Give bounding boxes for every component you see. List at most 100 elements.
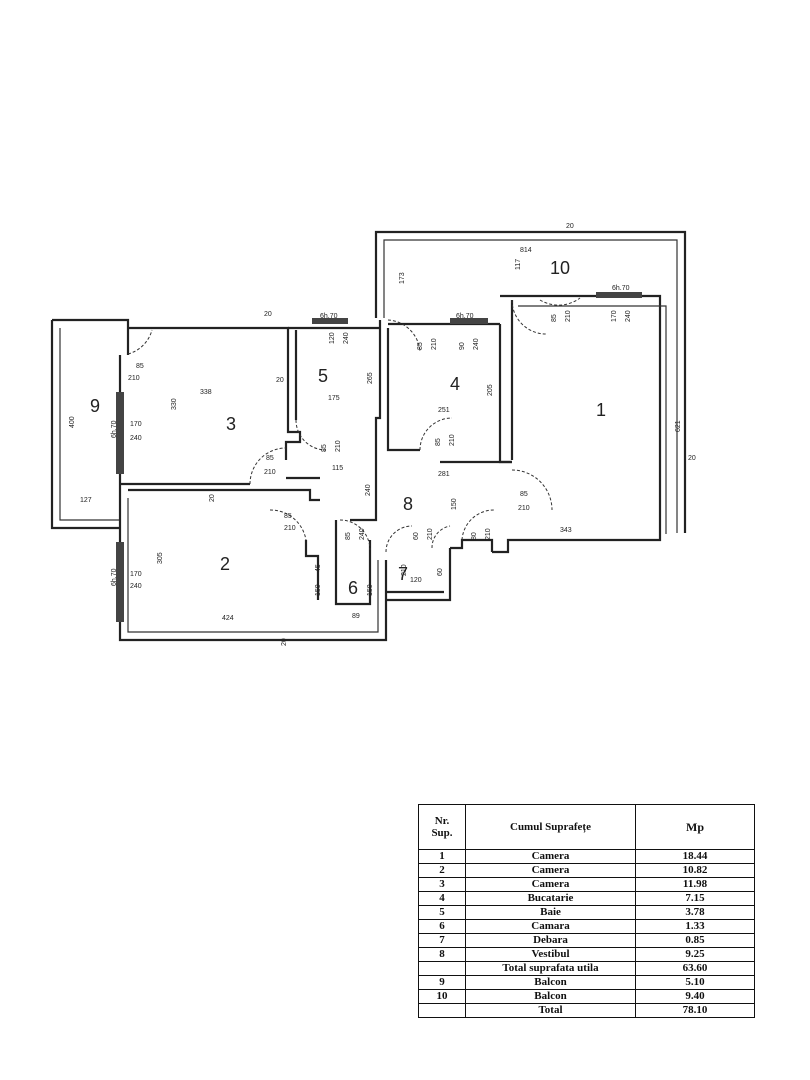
room-number: 8	[403, 494, 413, 514]
cell-mp: 5.10	[635, 975, 755, 990]
dim-label: 85	[345, 532, 352, 540]
dim-label: 205	[487, 384, 494, 396]
dim-label: 330	[171, 398, 178, 410]
dim-label: 6h.70	[456, 313, 474, 320]
dim-label: 60	[413, 532, 420, 540]
dim-label: 60	[437, 568, 444, 576]
dim-label: 85	[284, 513, 292, 520]
dimension-labels: 20 814 173 117 6h.70 85 210 170 240 621 …	[69, 223, 696, 646]
dim-label: 210	[128, 375, 140, 382]
cell-mp: 0.85	[635, 933, 755, 948]
dim-label: 89	[352, 613, 360, 620]
dim-label: 400	[69, 416, 76, 428]
cell-mp: 9.25	[635, 947, 755, 962]
dim-label: 210	[335, 440, 342, 452]
cell-name: Baie	[465, 905, 636, 920]
cell-name: Total	[465, 1003, 636, 1018]
room-number: 10	[550, 258, 570, 278]
cell-nr: 3	[418, 877, 466, 892]
cell-nr	[418, 1003, 466, 1018]
room-number: 3	[226, 414, 236, 434]
cell-name: Camera	[465, 877, 636, 892]
room-number: 2	[220, 554, 230, 574]
dim-label: 240	[130, 583, 142, 590]
dim-label: 210	[518, 505, 530, 512]
cell-mp: 10.82	[635, 863, 755, 878]
dim-label: 814	[520, 247, 532, 254]
cell-name: Camera	[465, 849, 636, 864]
cell-mp: 63.60	[635, 961, 755, 976]
cell-nr: 4	[418, 891, 466, 906]
cell-name: Vestibul	[465, 947, 636, 962]
dim-label: 175	[328, 395, 340, 402]
header-mp: Mp	[635, 804, 755, 850]
cell-mp: 11.98	[635, 877, 755, 892]
dim-label: 343	[560, 527, 572, 534]
windows	[116, 292, 642, 622]
room-number: 4	[450, 374, 460, 394]
dim-label: 85	[321, 444, 328, 452]
header-name: Cumul Suprafețe	[465, 804, 636, 850]
dim-label: 6h.70	[612, 285, 630, 292]
cell-nr: 1	[418, 849, 466, 864]
dim-label: 210	[449, 434, 456, 446]
dim-label: 85	[435, 438, 442, 446]
dim-label: 20	[566, 223, 574, 230]
dim-label: 85	[520, 491, 528, 498]
dim-label: 210	[431, 338, 438, 350]
dim-label: 6h.70	[111, 568, 118, 586]
cell-mp: 9.40	[635, 989, 755, 1004]
header-nr: Nr. Sup.	[418, 804, 466, 850]
cell-nr: 10	[418, 989, 466, 1004]
dim-label: 20	[688, 455, 696, 462]
cell-name: Balcon	[465, 989, 636, 1004]
dim-label: 20	[276, 377, 284, 384]
dim-label: 170	[611, 310, 618, 322]
cell-name: Camara	[465, 919, 636, 934]
dim-label: 210	[264, 469, 276, 476]
dim-label: 80	[471, 532, 478, 540]
dim-label: 424	[222, 615, 234, 622]
cell-mp: 18.44	[635, 849, 755, 864]
dim-label: 85	[266, 455, 274, 462]
dim-label: 85	[551, 314, 558, 322]
dim-label: 90	[459, 342, 466, 350]
cell-name: Balcon	[465, 975, 636, 990]
cell-nr: 2	[418, 863, 466, 878]
cell-name: Debara	[465, 933, 636, 948]
dim-label: 251	[438, 407, 450, 414]
dim-label: 240	[343, 332, 350, 344]
dim-label: 173	[399, 272, 406, 284]
dim-label: 281	[438, 471, 450, 478]
dim-label: 120	[329, 332, 336, 344]
dim-label: 210	[565, 310, 572, 322]
dim-label: 20	[209, 494, 216, 502]
room-number: 5	[318, 366, 328, 386]
dim-label: 20	[264, 311, 272, 318]
dim-label: 85	[417, 342, 424, 350]
dim-label: 338	[200, 389, 212, 396]
cell-mp: 1.33	[635, 919, 755, 934]
cell-nr: 5	[418, 905, 466, 920]
dim-label: 6h.70	[320, 313, 338, 320]
cell-mp: 78.10	[635, 1003, 755, 1018]
dim-label: 20	[281, 638, 288, 646]
cell-nr: 9	[418, 975, 466, 990]
dim-label: 621	[675, 420, 682, 432]
cell-mp: 7.15	[635, 891, 755, 906]
room-numbers: 1 2 3 4 5 6 7 8 9 10	[90, 258, 606, 598]
cell-name: Camera	[465, 863, 636, 878]
dim-label: 6h.70	[111, 420, 118, 438]
cell-nr: 8	[418, 947, 466, 962]
dim-label: 265	[367, 372, 374, 384]
